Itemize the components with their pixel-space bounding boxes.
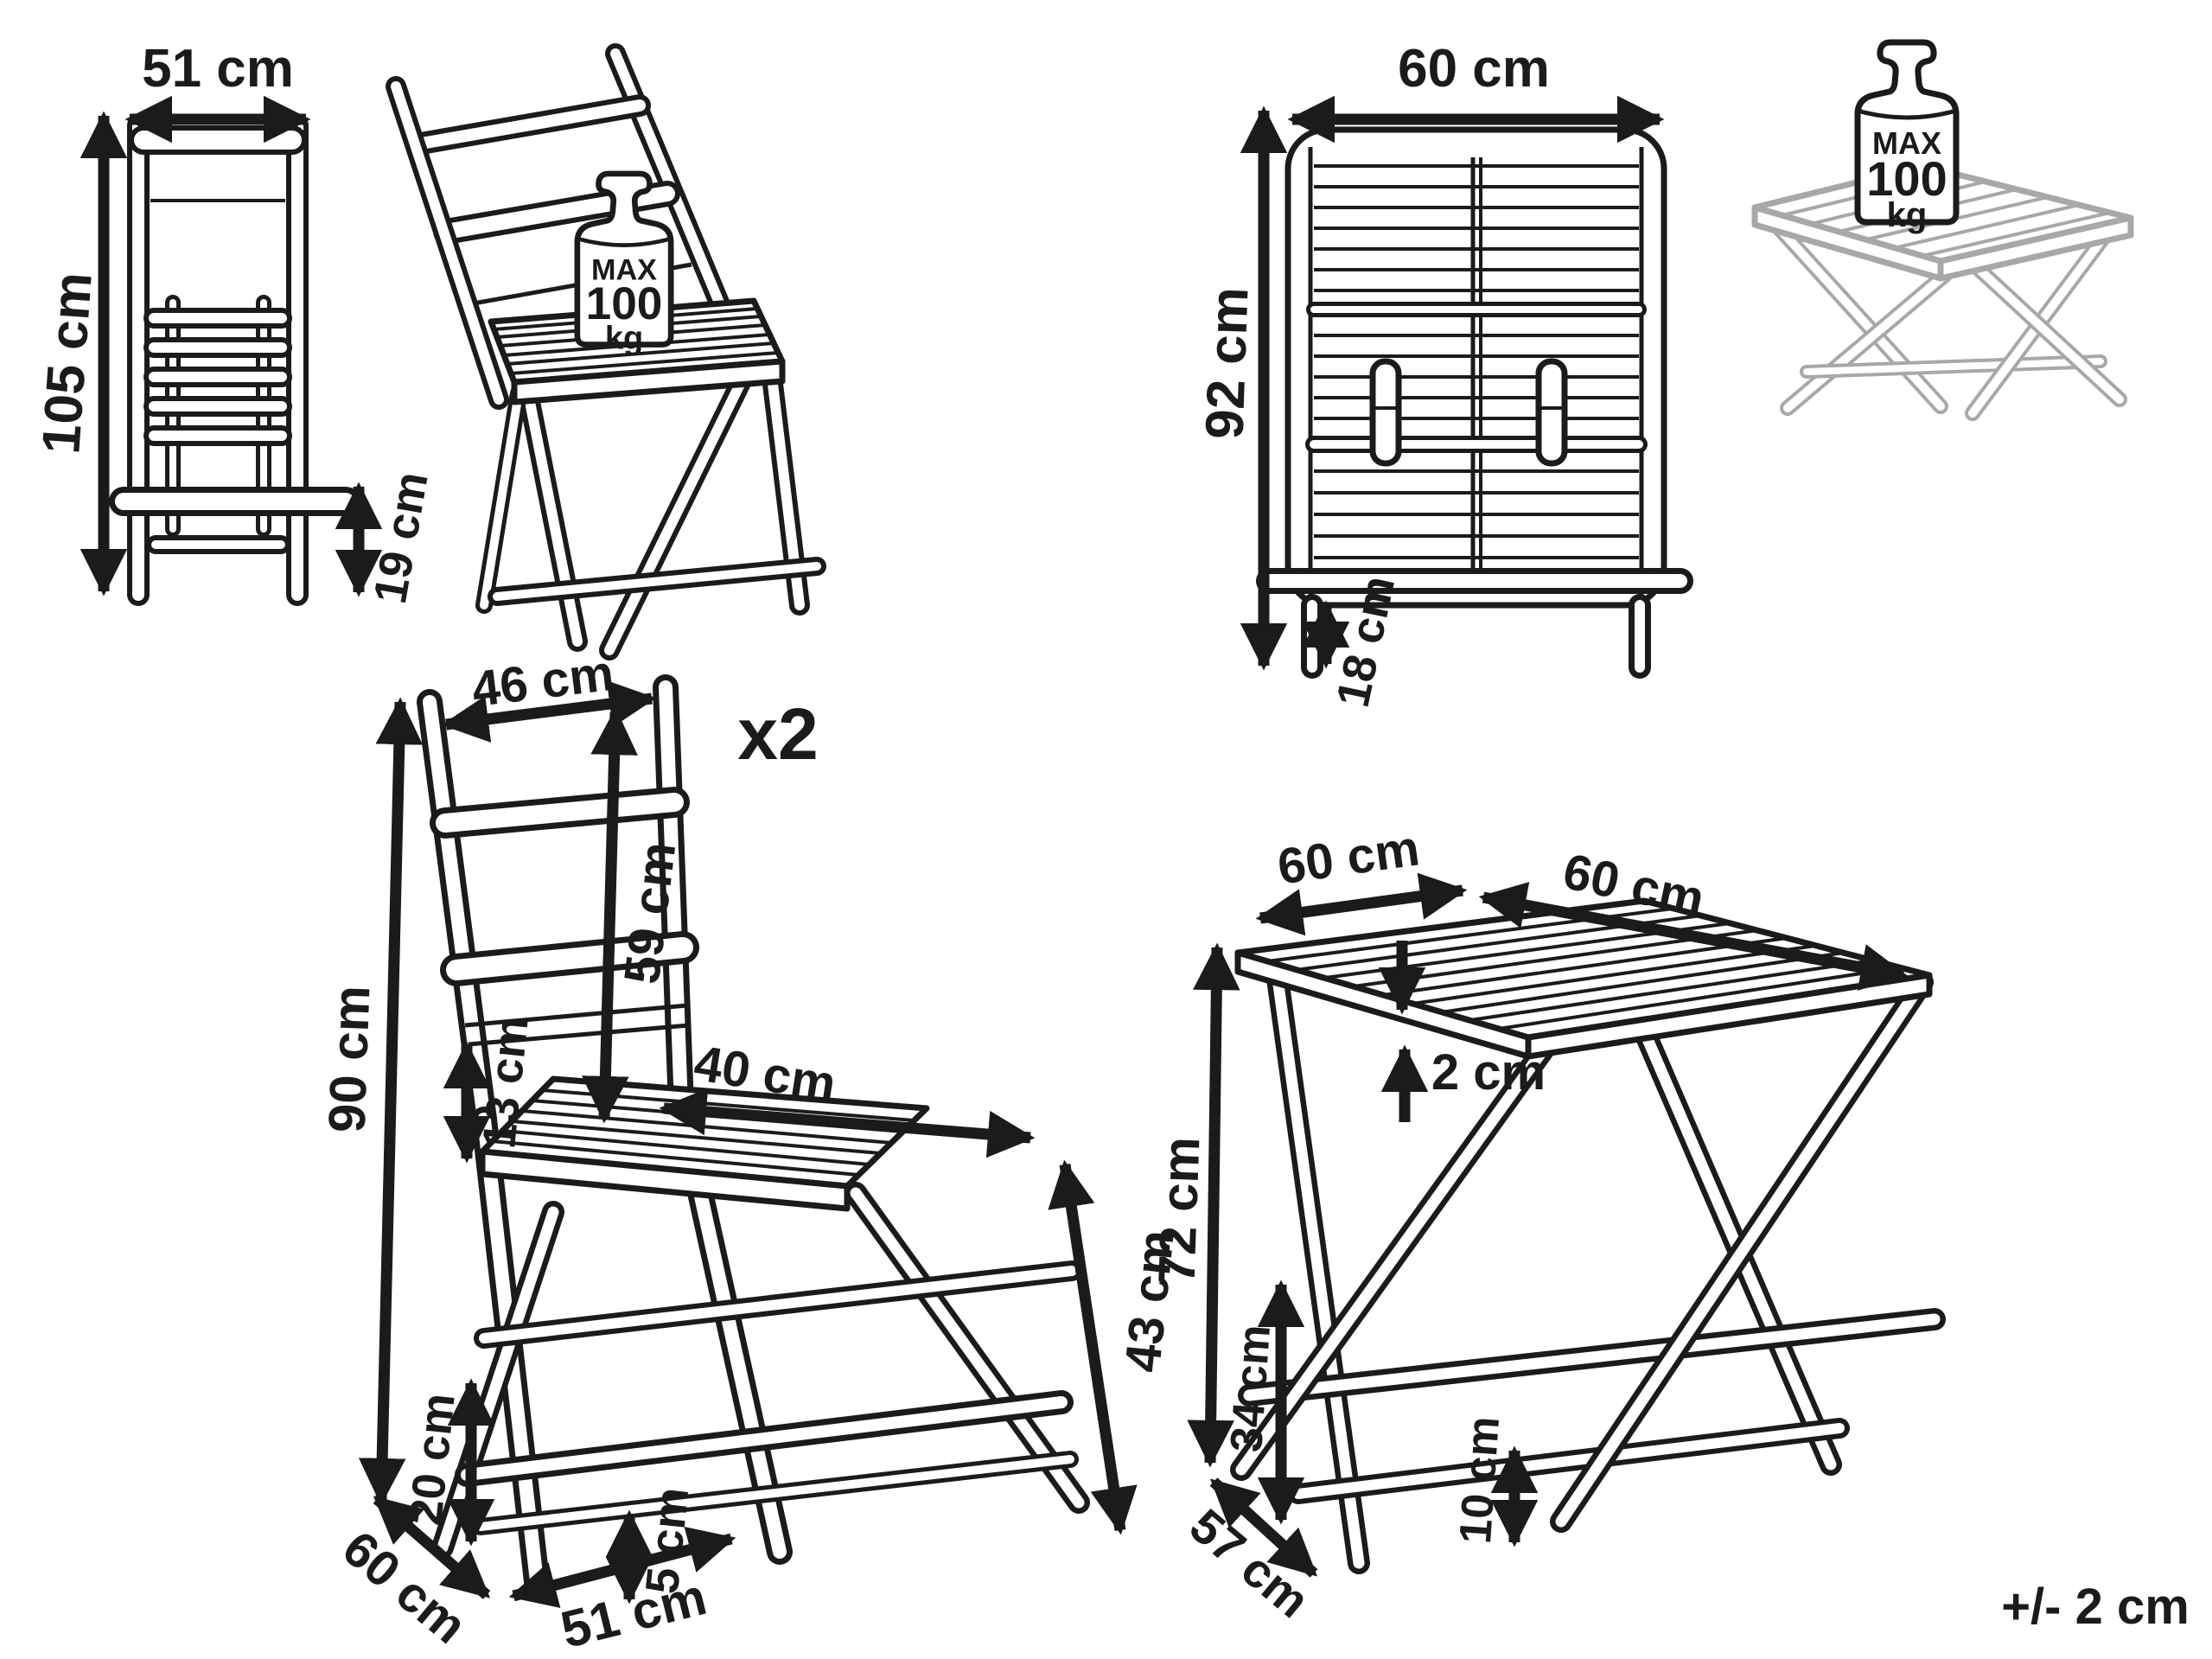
open-chair-seat-height-arrow	[1048, 1159, 1138, 1535]
open-table-top-width-label: 60 cm	[1274, 820, 1423, 895]
open-table-height-label: 72 cm	[1148, 1136, 1211, 1285]
open-chair-backrest-arrow	[582, 707, 638, 1124]
open-chair-seat-depth-arrow	[659, 1088, 1036, 1158]
open-table-top-width-arrow	[1255, 872, 1468, 936]
tolerance-note: +/- 2 cm	[2001, 1579, 2190, 1635]
chair-perspective-view	[386, 43, 826, 660]
folded-chair-height-label: 105 cm	[31, 271, 104, 456]
open-chair-back-width-arrow	[441, 680, 657, 743]
open-table-thickness-label: 2 cm	[1431, 1044, 1546, 1101]
open-chair-height-arrow	[358, 697, 424, 1506]
open-table-height-arrow	[1187, 942, 1240, 1468]
max-load-icon	[1858, 42, 1956, 234]
open-table-top-depth-arrow	[1478, 882, 1909, 991]
folded-chair-width-label: 51 cm	[142, 39, 294, 99]
open-table-view	[1230, 897, 1946, 1574]
folded-table-height-label: 92 cm	[1195, 286, 1259, 440]
folded-chair-depth-label: 19 cm	[364, 468, 438, 607]
table-perspective-view	[1751, 42, 2134, 421]
folded-chair-front-view	[109, 114, 360, 606]
open-chair-width-arrow	[508, 1527, 736, 1608]
open-table-stretcher-height-label: 34 cm	[1221, 1323, 1280, 1453]
open-table-stretcher-clearance-label: 10 cm	[1450, 1414, 1509, 1545]
open-chair-depth-arrow	[373, 1495, 491, 1599]
quantity-label: x2	[737, 693, 818, 775]
folded-table-width-label: 60 cm	[1398, 39, 1550, 99]
open-chair-height-label: 90 cm	[318, 985, 381, 1133]
open-table-depth-arrow	[1209, 1477, 1318, 1578]
folded-table-front-view	[1256, 126, 1693, 679]
